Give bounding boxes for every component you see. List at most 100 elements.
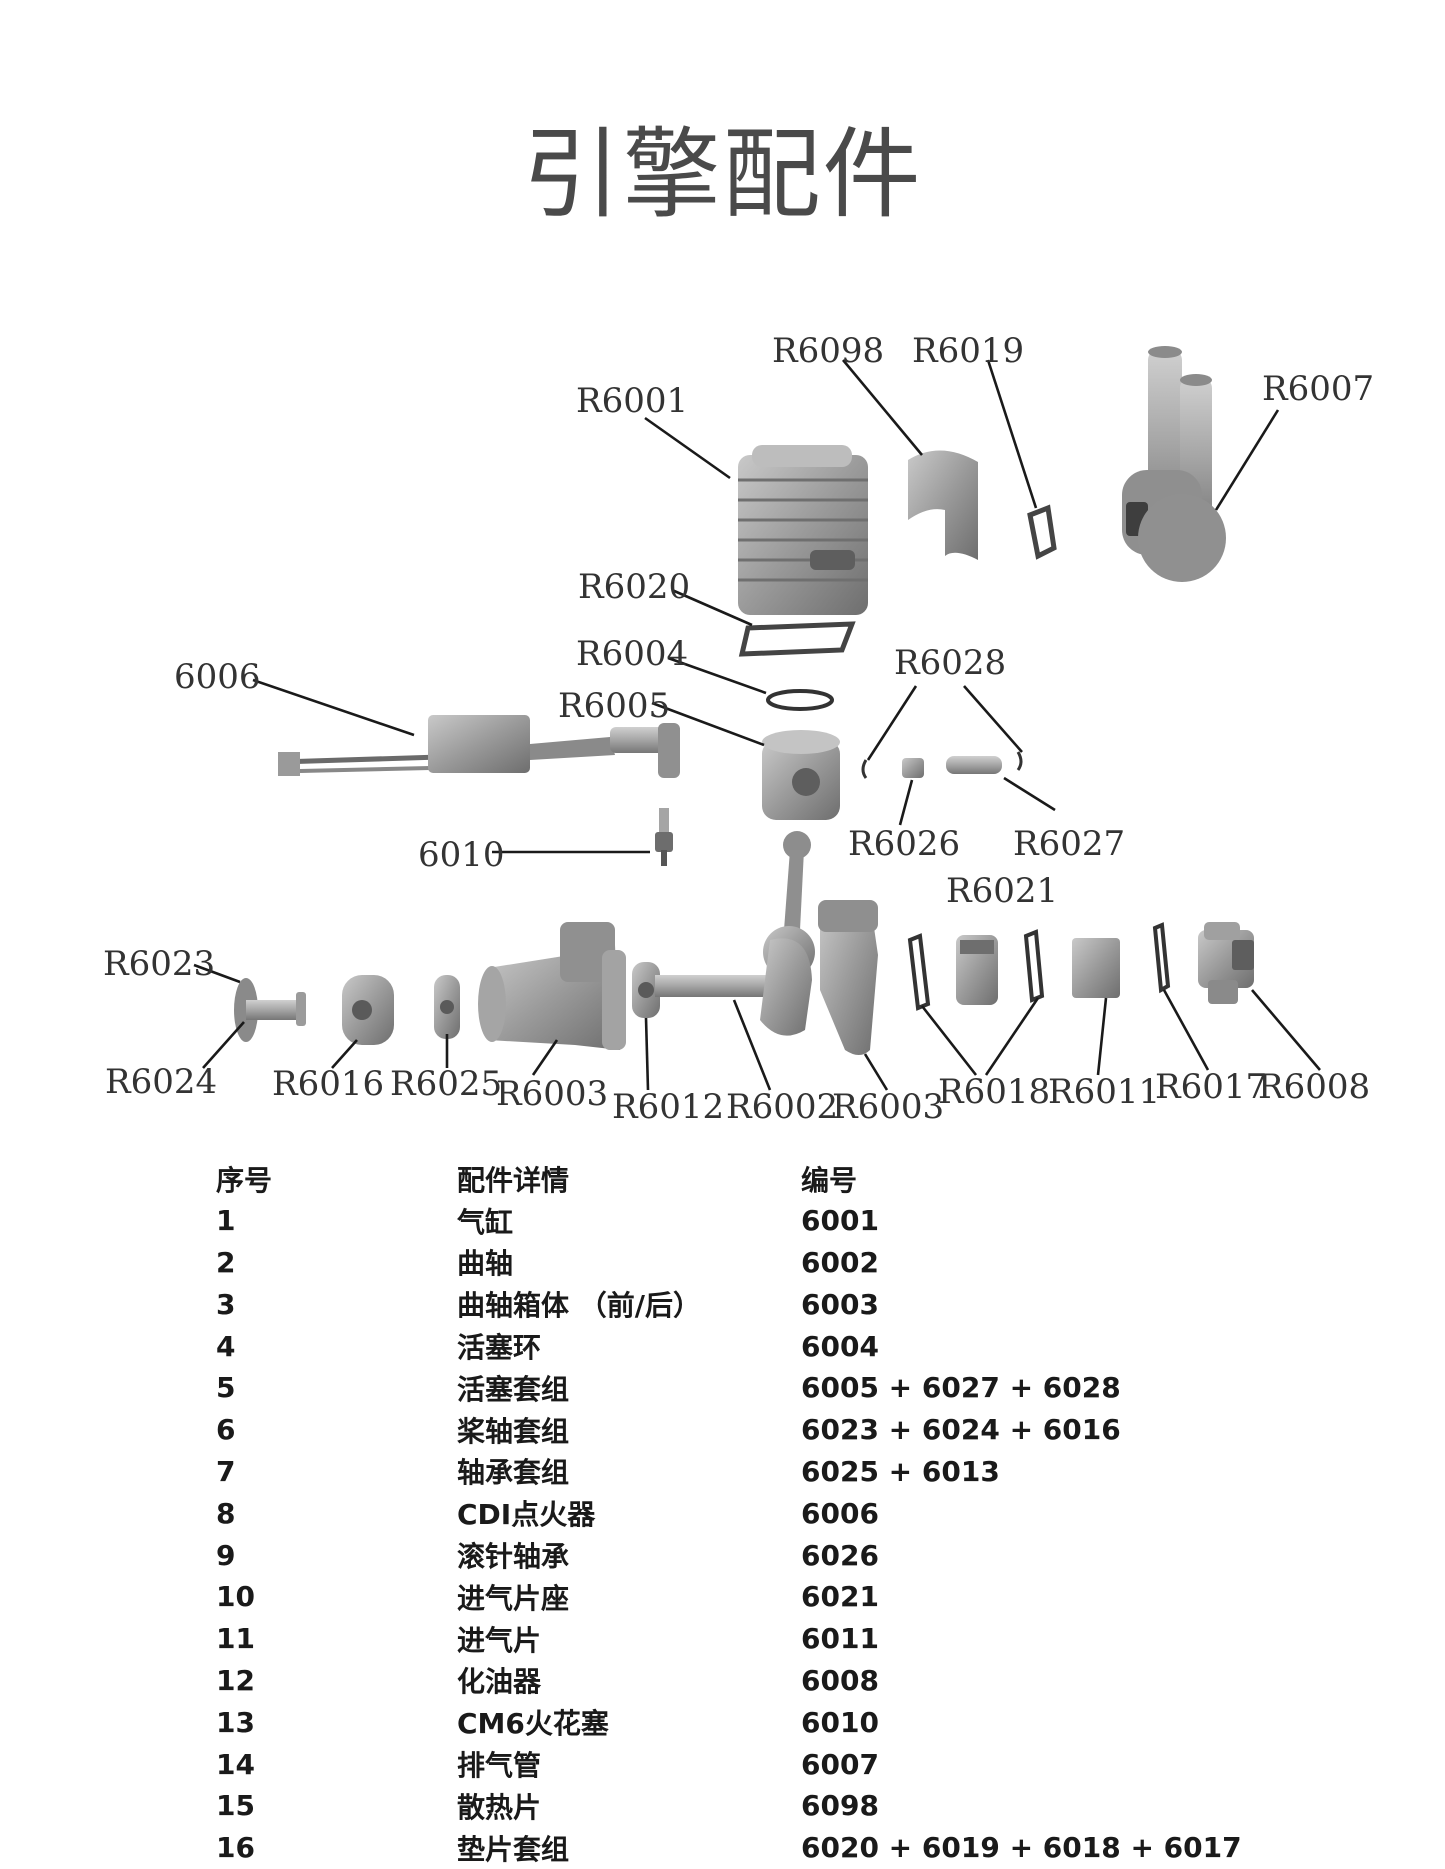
leader-lines: [193, 359, 1321, 1091]
bearing-small-part: [434, 975, 460, 1039]
exhaust-pipe-part: [1122, 346, 1226, 582]
row-description: 散热片: [457, 1790, 542, 1824]
row-code: 6006: [801, 1496, 879, 1530]
reed-gasket-left-part: [907, 933, 931, 1011]
crankcase-rear-part: [818, 900, 878, 1055]
carb-gasket-part: [1152, 922, 1171, 994]
label-r6005: R6005: [558, 686, 670, 726]
carburetor-part: [1198, 922, 1254, 1004]
piston-ring-part: [766, 689, 834, 711]
reed-valve-seat-part: [956, 935, 998, 1005]
piston-clip-left-part: [861, 759, 868, 779]
label-r6008: R6008: [1258, 1067, 1370, 1107]
label-r6028: R6028: [894, 643, 1006, 683]
crankcase-front-part: [478, 922, 626, 1050]
crankshaft-part: [655, 938, 812, 1036]
label-r6020: R6020: [578, 567, 690, 607]
page-title: 引擎配件: [522, 118, 923, 232]
spark-plug-part: [655, 808, 673, 866]
table-row: 6 桨轴套组 6023 + 6024 + 6016: [216, 1409, 1316, 1451]
bearing-large-part: [342, 975, 394, 1045]
label-r6012: R6012: [612, 1087, 724, 1127]
reed-valve-part: [1072, 938, 1120, 998]
exhaust-gasket-part: [1027, 504, 1057, 560]
row-index: 12: [216, 1663, 255, 1697]
label-r6011: R6011: [1048, 1072, 1160, 1112]
table-row: 2 曲轴 6002: [216, 1242, 1316, 1284]
label-r6016: R6016: [272, 1064, 384, 1104]
row-description: 排气管: [457, 1749, 542, 1783]
header-description: 配件详情: [457, 1163, 570, 1197]
table-header-row: 序号 配件详情 编号: [216, 1158, 1316, 1200]
row-description: 活塞套组: [457, 1372, 570, 1406]
label-r6027: R6027: [1013, 824, 1125, 864]
cylinder-part: [738, 445, 868, 615]
row-index: 2: [216, 1245, 236, 1279]
label-6010: 6010: [418, 835, 505, 875]
row-description: 曲轴: [457, 1247, 514, 1281]
label-r6003-rear: R6003: [832, 1087, 944, 1127]
table-row: 13 CM6火花塞 6010: [216, 1701, 1316, 1743]
row-description: 化油器: [457, 1665, 542, 1699]
row-index: 15: [216, 1789, 255, 1823]
row-index: 16: [216, 1831, 255, 1865]
crank-bearing-part: [632, 962, 660, 1018]
row-index: 7: [216, 1454, 236, 1488]
prop-shaft-part: [234, 978, 306, 1042]
label-r6001: R6001: [576, 381, 688, 421]
row-index: 13: [216, 1705, 255, 1739]
label-r6025: R6025: [390, 1064, 502, 1104]
needle-bearing-part: [902, 758, 924, 778]
row-code: 6011: [801, 1622, 879, 1656]
row-index: 1: [216, 1204, 236, 1238]
label-r6098: R6098: [772, 331, 884, 371]
row-description: 桨轴套组: [457, 1414, 570, 1448]
row-code: 6010: [801, 1705, 879, 1739]
row-index: 10: [216, 1580, 255, 1614]
reed-gasket-right-part: [1023, 929, 1045, 1003]
row-description: CM6火花塞: [457, 1707, 609, 1741]
label-r6007: R6007: [1262, 369, 1374, 409]
row-code: 6004: [801, 1329, 879, 1363]
row-description: 气缸: [457, 1205, 514, 1239]
row-code: 6023 + 6024 + 6016: [801, 1413, 1121, 1447]
row-description: 轴承套组: [457, 1456, 570, 1490]
header-code: 编号: [801, 1163, 858, 1197]
row-code: 6008: [801, 1663, 879, 1697]
table-row: 1 气缸 6001: [216, 1200, 1316, 1242]
row-code: 6098: [801, 1789, 879, 1823]
label-r6002: R6002: [726, 1087, 838, 1127]
row-code: 6002: [801, 1245, 879, 1279]
row-code: 6001: [801, 1204, 879, 1238]
label-r6017: R6017: [1155, 1067, 1267, 1107]
table-row: 12 化油器 6008: [216, 1660, 1316, 1702]
row-description: 活塞环: [457, 1331, 542, 1365]
row-description: 进气片: [457, 1623, 542, 1657]
row-code: 6005 + 6027 + 6028: [801, 1371, 1121, 1405]
cdi-ignition-part: [278, 715, 680, 778]
row-description: 曲轴箱体 （前/后）: [457, 1289, 701, 1323]
row-index: 6: [216, 1413, 236, 1447]
row-index: 8: [216, 1496, 236, 1530]
label-r6004: R6004: [576, 634, 688, 674]
row-index: 3: [216, 1287, 236, 1321]
piston-part: [762, 730, 840, 820]
label-r6003-front: R6003: [496, 1074, 608, 1114]
label-r6024: R6024: [105, 1062, 217, 1102]
row-code: 6007: [801, 1747, 879, 1781]
cylinder-gasket-part: [738, 621, 856, 657]
label-r6019: R6019: [912, 331, 1024, 371]
label-r6018: R6018: [938, 1072, 1050, 1112]
row-code: 6003: [801, 1287, 879, 1321]
piston-clip-right-part: [1016, 751, 1023, 771]
row-description: 进气片座: [457, 1581, 570, 1615]
